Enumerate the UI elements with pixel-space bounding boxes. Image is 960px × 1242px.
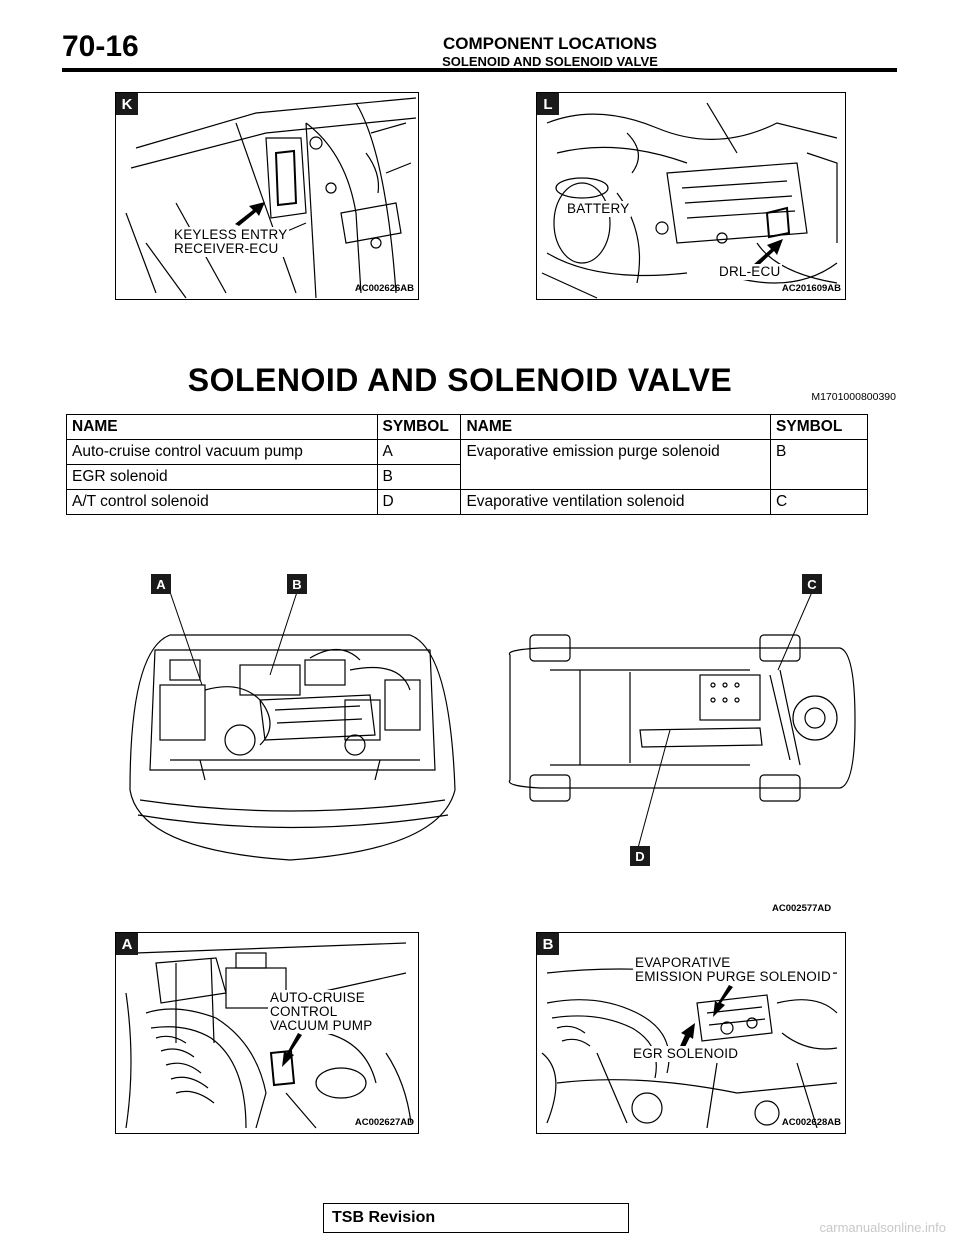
figure-l: L BATTERY DRL-ECU AC201609AB: [536, 92, 846, 300]
cell-symbol: B: [770, 439, 868, 490]
figure-a: A AUTO-CRUISE CONTROL VACUUM PUMP AC0026…: [115, 932, 419, 1134]
cell-symbol: D: [376, 489, 462, 515]
battery-label: BATTERY: [565, 201, 632, 217]
cell-name: Auto-cruise control vacuum pump: [66, 439, 378, 465]
egr-solenoid-label: EGR SOLENOID: [631, 1046, 741, 1062]
figure-l-code: AC201609AB: [781, 283, 841, 294]
callout-b: B: [287, 574, 307, 594]
page-number: 70-16: [62, 30, 139, 63]
arrow-icon: [753, 239, 783, 267]
figure-k-illustration: [125, 97, 417, 299]
overview-illustration: [129, 591, 856, 861]
chapter-title: COMPONENT LOCATIONS: [442, 34, 658, 53]
table-row: EGR solenoid B: [66, 464, 868, 490]
figure-a-letter: A: [116, 933, 138, 955]
table-row: Auto-cruise control vacuum pump A Evapor…: [66, 439, 868, 490]
keyless-entry-label: KEYLESS ENTRY RECEIVER-ECU: [172, 227, 290, 257]
auto-cruise-pump-label: AUTO-CRUISE CONTROL VACUUM PUMP: [268, 990, 375, 1034]
chapter-subtitle: SOLENOID AND SOLENOID VALVE: [442, 54, 658, 69]
overview-figure: A B C D AC002577AD: [110, 560, 880, 920]
callout-d: D: [630, 846, 650, 866]
tsb-revision-box: TSB Revision: [323, 1203, 629, 1233]
header-symbol-1: SYMBOL: [376, 414, 462, 440]
arrow-icon: [235, 202, 265, 226]
header-name-1: NAME: [66, 414, 378, 440]
cell-symbol: B: [376, 464, 462, 490]
figure-b-code: AC002628AB: [781, 1117, 841, 1128]
figure-a-code: AC002627AD: [354, 1117, 414, 1128]
cell-symbol: A: [376, 439, 462, 465]
cell-name: Evaporative ventilation solenoid: [460, 489, 772, 515]
component-table: NAME SYMBOL NAME SYMBOL Auto-cruise cont…: [66, 414, 868, 515]
figure-b-letter: B: [537, 933, 559, 955]
arrow-icon: [282, 1033, 302, 1067]
table-row: A/T control solenoid D Evaporative venti…: [66, 489, 868, 515]
figure-k-letter: K: [116, 93, 138, 115]
cell-name: Evaporative emission purge solenoid: [460, 439, 772, 490]
section-title: SOLENOID AND SOLENOID VALVE: [187, 362, 733, 398]
figure-l-letter: L: [537, 93, 559, 115]
figure-b: B EVAPORATIVE EMISSION PURGE SOLENOID EG…: [536, 932, 846, 1134]
arrow-icon: [713, 985, 733, 1017]
overview-code: AC002577AD: [772, 903, 832, 914]
figure-l-illustration: [541, 102, 838, 299]
section-code: M1701000800390: [811, 391, 896, 403]
drl-ecu-label: DRL-ECU: [717, 264, 783, 280]
cell-name: EGR solenoid: [66, 464, 378, 490]
cell-name: A/T control solenoid: [66, 489, 378, 515]
figure-k: K KEYLESS ENTRY RECEIVER-ECU AC002626AB: [115, 92, 419, 300]
callout-c: C: [802, 574, 822, 594]
header-rule: [62, 68, 897, 72]
watermark: carmanualsonline.info: [819, 1220, 946, 1235]
tsb-revision-label: TSB Revision: [332, 1209, 436, 1226]
evap-purge-solenoid-label: EVAPORATIVE EMISSION PURGE SOLENOID: [633, 955, 833, 985]
header-name-2: NAME: [460, 414, 772, 440]
table-header-row: NAME SYMBOL NAME SYMBOL: [66, 414, 868, 440]
callout-a: A: [151, 574, 171, 594]
figure-k-code: AC002626AB: [354, 283, 414, 294]
header-symbol-2: SYMBOL: [770, 414, 868, 440]
cell-symbol: C: [770, 489, 868, 515]
